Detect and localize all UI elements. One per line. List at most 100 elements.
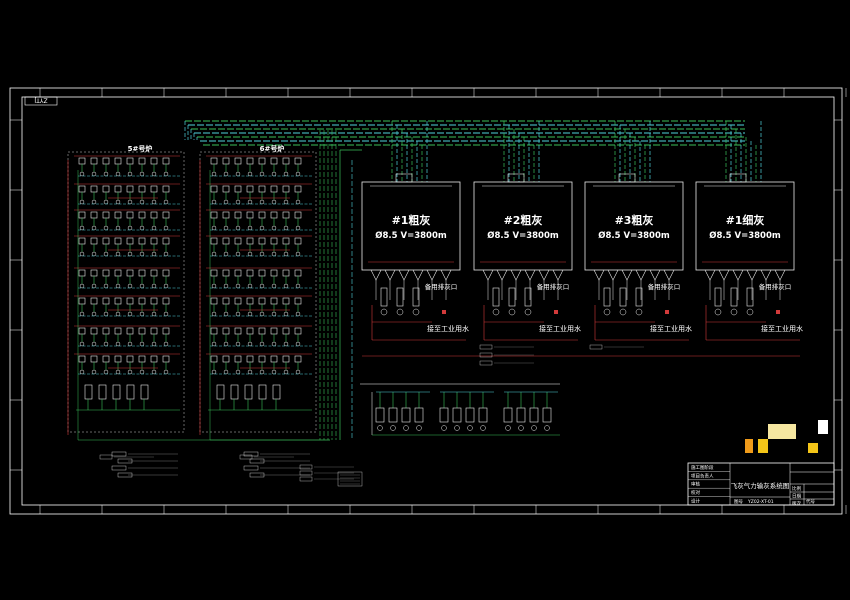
pump-valve [282, 327, 290, 335]
lower-equipment [360, 383, 560, 436]
valve-circle [283, 225, 289, 231]
valve-circle [139, 199, 145, 205]
drawing-no: YZ02-XT-01 [747, 499, 774, 505]
valve-circle [103, 341, 109, 347]
valve-circle [103, 171, 109, 177]
valve-circle [235, 283, 241, 289]
bottom-pump [126, 384, 135, 400]
pump-valve [282, 297, 290, 305]
frame-ticks [10, 88, 847, 514]
valve-circle [295, 311, 301, 317]
pump-valve [234, 297, 242, 305]
silo-1-coarse-spare-outlet: 备用排灰口 [425, 282, 458, 291]
valve-circle [211, 171, 217, 177]
pump-valve [282, 211, 290, 219]
lower-pump [439, 407, 449, 423]
valve-circle [127, 341, 133, 347]
pump-valve [234, 185, 242, 193]
lower-valve [518, 425, 524, 431]
pump-valve [246, 327, 254, 335]
valve-circle [271, 171, 277, 177]
valve-circle [283, 369, 289, 375]
pump-valve [162, 327, 170, 335]
pump-valve [294, 157, 302, 165]
pump-valve [222, 297, 230, 305]
title-block-left-row: 项目负责人 [691, 472, 714, 479]
valve-circle [259, 283, 265, 289]
silo-unloader [603, 287, 611, 307]
pump-valve [270, 211, 278, 219]
valve-circle [259, 369, 265, 375]
pump-valve [78, 269, 86, 277]
title-block-left-row: 校对 [691, 489, 700, 496]
valve-circle [115, 283, 121, 289]
pump-valve [210, 327, 218, 335]
valve-circle [151, 225, 157, 231]
pump-valve [246, 297, 254, 305]
silo-hopper-cone [635, 269, 647, 281]
pump-valve [234, 327, 242, 335]
valve-circle [259, 251, 265, 257]
lower-valve [505, 425, 511, 431]
silo-unloader [746, 287, 754, 307]
instrument-box [111, 465, 127, 471]
pump-valve [162, 211, 170, 219]
valve-circle [247, 311, 253, 317]
valve-circle [295, 171, 301, 177]
valve-circle [151, 171, 157, 177]
valve-circle [247, 369, 253, 375]
pump-valve [222, 269, 230, 277]
bottom-pump [84, 384, 93, 400]
pump-valve [234, 269, 242, 277]
bottom-pump [258, 384, 267, 400]
pump-valve [294, 297, 302, 305]
silo-valve [714, 308, 722, 316]
valve-circle [247, 199, 253, 205]
bottom-pump [216, 384, 225, 400]
valve-circle [283, 311, 289, 317]
pump-valve [270, 237, 278, 245]
silo-2-coarse-volume: Ø8.5 V=3800m [487, 230, 559, 241]
valve-circle [151, 251, 157, 257]
silo-unloader [508, 287, 516, 307]
highlight-marks [745, 420, 828, 453]
valve-circle [271, 251, 277, 257]
pump-valve [210, 157, 218, 165]
pump-valve [150, 185, 158, 193]
code-label: 代号 [806, 498, 815, 505]
valve-circle [103, 199, 109, 205]
inner-frame [21, 96, 835, 506]
silo-unloader [412, 287, 420, 307]
valve-circle [127, 311, 133, 317]
valve-circle [91, 311, 97, 317]
pump-valve [114, 185, 122, 193]
pump-valve [246, 355, 254, 363]
valve-circle [79, 369, 85, 375]
pump-valve [246, 185, 254, 193]
silo-unloader [380, 287, 388, 307]
highlight-yellow-right [808, 443, 818, 453]
silo-valve [730, 308, 738, 316]
pump-valve [138, 327, 146, 335]
valve-circle [295, 199, 301, 205]
silo-valve [396, 308, 404, 316]
bottom-pump [98, 384, 107, 400]
silo-hopper-cone [398, 269, 410, 281]
annotation-box [99, 454, 113, 460]
silo-valve [635, 308, 643, 316]
silo-hopper-cone [510, 269, 522, 281]
valve-circle [247, 225, 253, 231]
silo-details [362, 173, 800, 357]
valve-circle [235, 199, 241, 205]
pump-valve [78, 355, 86, 363]
pump-valve [138, 269, 146, 277]
pump-valve [258, 327, 266, 335]
silo-hopper-cone [496, 269, 508, 281]
valve-circle [295, 251, 301, 257]
valve-circle [223, 283, 229, 289]
pump-valve [126, 157, 134, 165]
valve-circle [127, 225, 133, 231]
pump-valve [102, 211, 110, 219]
pump-valve [114, 269, 122, 277]
